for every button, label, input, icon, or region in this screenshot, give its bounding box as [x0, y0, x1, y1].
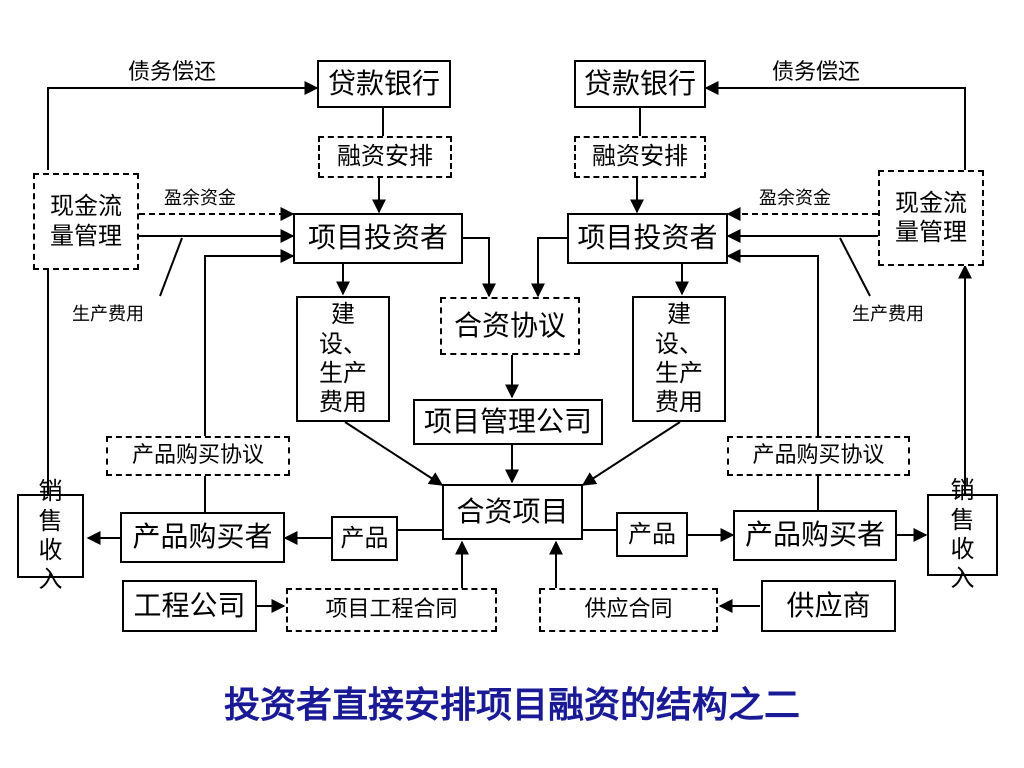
debt-repay-right-line [704, 81, 966, 170]
financing-arrangement-left: 融资安排 [318, 136, 452, 178]
lending-bank-right: 贷款银行 [574, 60, 706, 108]
sales-revenue-left: 销售收入 [17, 477, 84, 593]
project-investor-right: 项目投资者 [567, 213, 728, 264]
construction-production-cost-left: 建设、生产费用 [296, 296, 390, 422]
engineering-company: 工程公司 [122, 580, 257, 632]
product-purchase-agreement-left: 产品购买协议 [106, 436, 290, 476]
supplier: 供应商 [761, 580, 896, 632]
joint-venture-project: 合资项目 [442, 484, 583, 540]
production-cost-label-right: 生产费用 [852, 304, 924, 325]
sales-revenue-right: 销售收入 [927, 476, 998, 592]
debt-repayment-label-right: 债务偿还 [772, 60, 861, 85]
debt-repay-left-line [47, 81, 319, 170]
surplus-funds-label-left: 盈余资金 [164, 188, 236, 209]
debt-repayment-label-left: 债务偿还 [128, 60, 217, 85]
project-management-company: 项目管理公司 [413, 399, 603, 445]
product-purchase-agreement-right: 产品购买协议 [727, 436, 910, 476]
project-investor-left: 项目投资者 [293, 213, 463, 264]
joint-venture-agreement: 合资协议 [440, 297, 580, 355]
cash-flow-management-left: 现金流量管理 [33, 173, 139, 270]
supply-contract: 供应合同 [539, 588, 718, 632]
product-buyer-right: 产品购买者 [733, 510, 897, 561]
product-buyer-left: 产品购买者 [120, 512, 285, 563]
production-cost-label-left: 生产费用 [72, 304, 144, 325]
product-right: 产品 [616, 512, 688, 557]
financing-arrangement-right: 融资安排 [574, 136, 706, 178]
cash-flow-management-right: 现金流量管理 [878, 170, 984, 266]
surplus-funds-label-right: 盈余资金 [759, 188, 831, 209]
project-engineering-contract: 项目工程合同 [286, 588, 497, 632]
construction-production-cost-right: 建设、生产费用 [632, 296, 726, 422]
product-left: 产品 [331, 516, 398, 561]
diagram-title: 投资者直接安排项目融资的结构之二 [223, 684, 800, 726]
lending-bank-left: 贷款银行 [317, 60, 451, 108]
